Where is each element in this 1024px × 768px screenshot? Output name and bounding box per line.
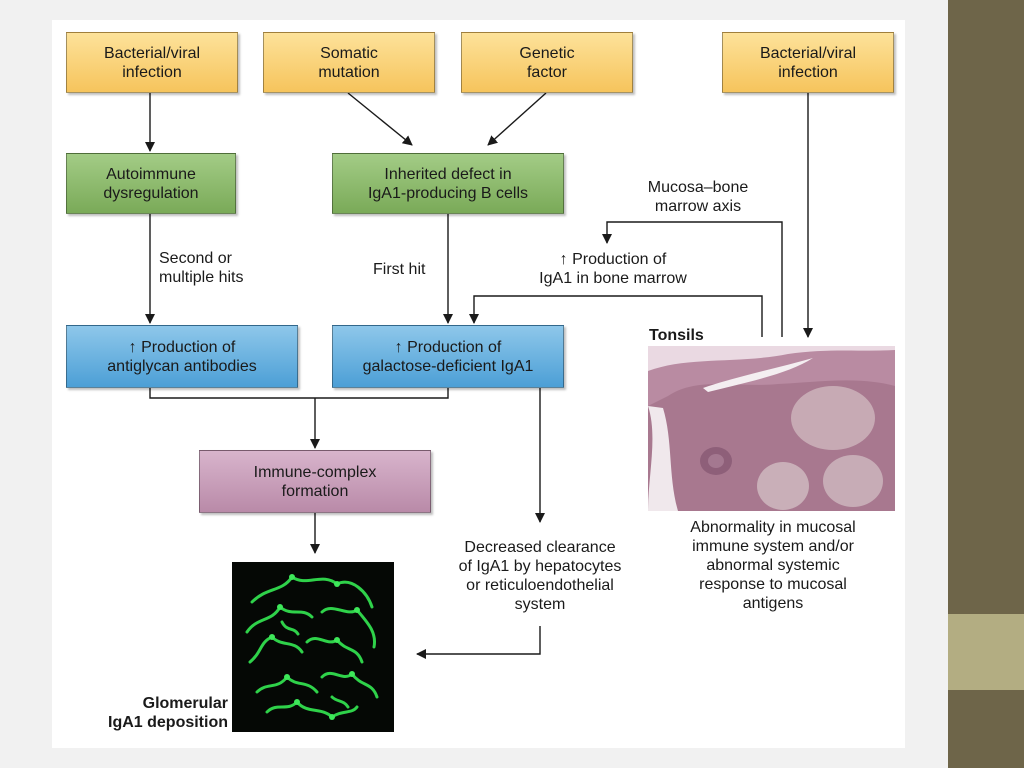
box-autoimmune-dysregulation: Autoimmune dysregulation (66, 153, 236, 214)
box-bacterial-viral-infection-right: Bacterial/viral infection (722, 32, 894, 93)
box-label: Genetic factor (519, 44, 575, 81)
label-mucosa-bone-marrow-axis: Mucosa–bone marrow axis (647, 179, 749, 215)
box-label: Immune-complex formation (253, 463, 377, 500)
box-label: Inherited defect in IgA1-producing B cel… (367, 165, 529, 202)
box-somatic-mutation: Somatic mutation (263, 32, 435, 93)
arrow-mucosa-axis (602, 221, 783, 337)
box-genetic-factor: Genetic factor (461, 32, 633, 93)
box-label: Autoimmune dysregulation (103, 165, 199, 202)
arrow-clearance-to-glomerular (416, 626, 541, 659)
box-inherited-defect: Inherited defect in IgA1-producing B cel… (332, 153, 564, 214)
box-label: Somatic mutation (318, 44, 380, 81)
arrow-somatic-to-inherited (347, 92, 413, 146)
arrow-bone-marrow-to-galactose (469, 295, 763, 337)
glomerular-micrograph (232, 562, 394, 732)
slide-sidebar-accent (948, 614, 1024, 690)
box-antiglycan-antibodies: ↑ Production of antiglycan antibodies (66, 325, 298, 388)
label-decreased-clearance: Decreased clearance of IgA1 by hepatocyt… (458, 539, 622, 613)
box-immune-complex-formation: Immune-complex formation (199, 450, 431, 513)
box-bacterial-viral-infection-left: Bacterial/viral infection (66, 32, 238, 93)
label-mucosal-abnormality: Abnormality in mucosal immune system and… (690, 519, 856, 612)
box-label: Bacterial/viral infection (759, 44, 857, 81)
connector-merge (149, 388, 449, 399)
arrow-genetic-to-inherited (487, 92, 547, 146)
label-production-bone-marrow: ↑ Production of IgA1 in bone marrow (539, 251, 687, 287)
tonsil-micrograph (648, 346, 895, 511)
box-label: ↑ Production of galactose-deficient IgA1 (362, 338, 534, 375)
box-label: ↑ Production of antiglycan antibodies (107, 338, 257, 375)
label-first-hit: First hit (373, 261, 426, 278)
box-galactose-deficient-iga1: ↑ Production of galactose-deficient IgA1 (332, 325, 564, 388)
label-tonsils: Tonsils (649, 327, 704, 344)
label-second-multiple-hits: Second or multiple hits (159, 250, 244, 286)
label-glomerular-deposition: Glomerular IgA1 deposition (108, 695, 228, 731)
box-label: Bacterial/viral infection (103, 44, 201, 81)
